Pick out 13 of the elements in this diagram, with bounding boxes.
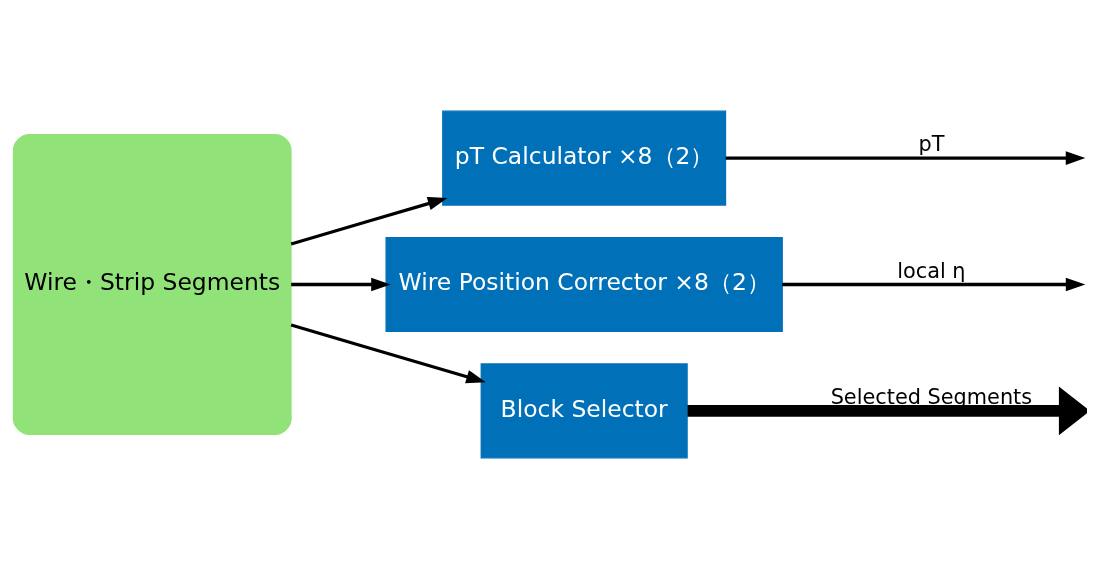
arrow (290, 196, 448, 246)
node-box: Block Selector (480, 362, 688, 458)
node-box: Wire Position Corrector ×8（2） (385, 236, 783, 332)
arrow (782, 277, 1086, 291)
arrow (291, 277, 391, 291)
node-box: pT Calculator ×8（2） (442, 110, 727, 206)
node-box: Wire・Strip Segments (12, 133, 292, 435)
edge-label: Selected Segments (830, 384, 1033, 409)
edge-label: pT (918, 131, 945, 156)
arrow (725, 150, 1086, 165)
edge-label: local η (897, 258, 966, 283)
arrow (290, 322, 486, 383)
arrow (687, 386, 1087, 435)
